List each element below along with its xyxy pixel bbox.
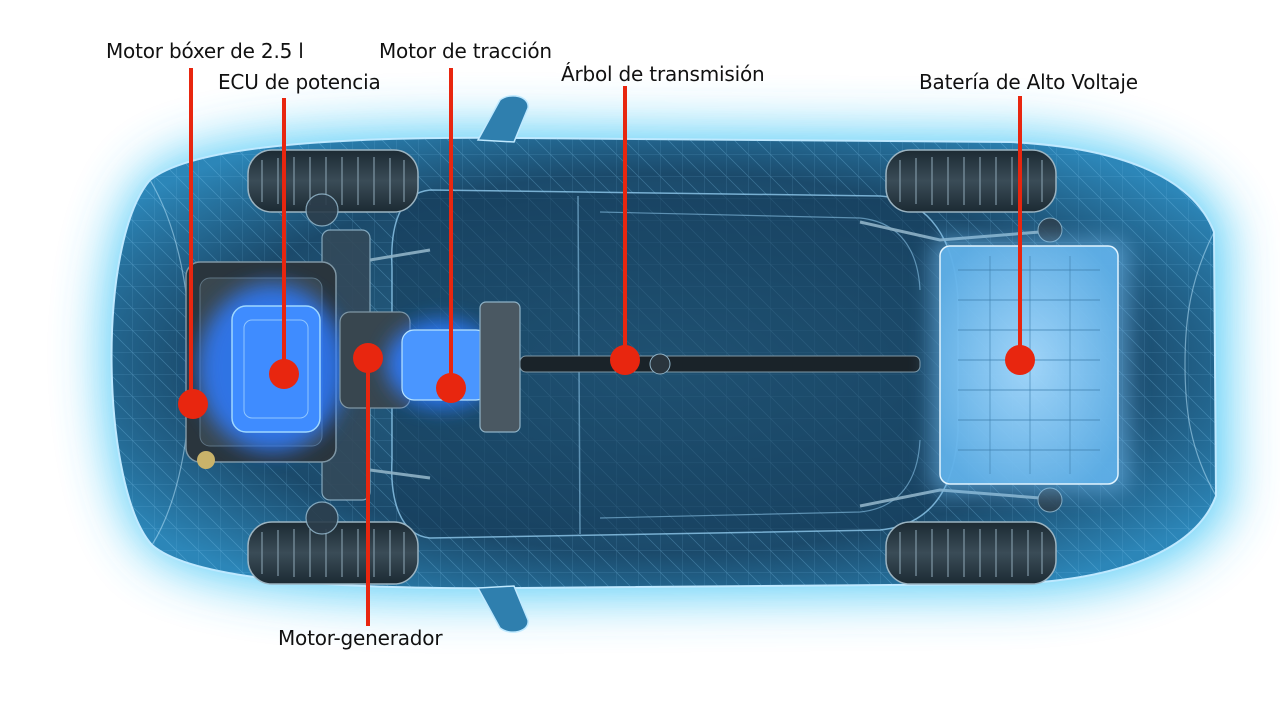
mirror-top xyxy=(476,95,529,143)
label-motor-generator: Motor-generador xyxy=(278,626,443,650)
traction-motor-glow xyxy=(386,301,521,433)
callout-traction-motor xyxy=(436,68,466,403)
wheel-rear-top xyxy=(885,149,1057,213)
label-power-ecu: ECU de potencia xyxy=(218,70,381,94)
wheel-rear-bottom xyxy=(885,521,1057,585)
label-drive-shaft: Árbol de transmisión xyxy=(561,62,765,86)
drive-shaft xyxy=(519,353,921,375)
wheel-front-bottom xyxy=(247,521,419,585)
callout-battery xyxy=(1005,96,1035,375)
callout-drive-shaft xyxy=(610,86,640,375)
callout-engine xyxy=(178,68,208,419)
callout-ecu xyxy=(269,98,299,389)
wheel-front-top xyxy=(247,149,419,213)
label-boxer-engine: Motor bóxer de 2.5 l xyxy=(106,39,304,63)
label-traction-motor: Motor de tracción xyxy=(379,39,552,63)
callout-motor-generator xyxy=(353,343,383,626)
mirror-bottom xyxy=(476,585,529,633)
label-high-voltage-battery: Batería de Alto Voltaje xyxy=(919,70,1138,94)
